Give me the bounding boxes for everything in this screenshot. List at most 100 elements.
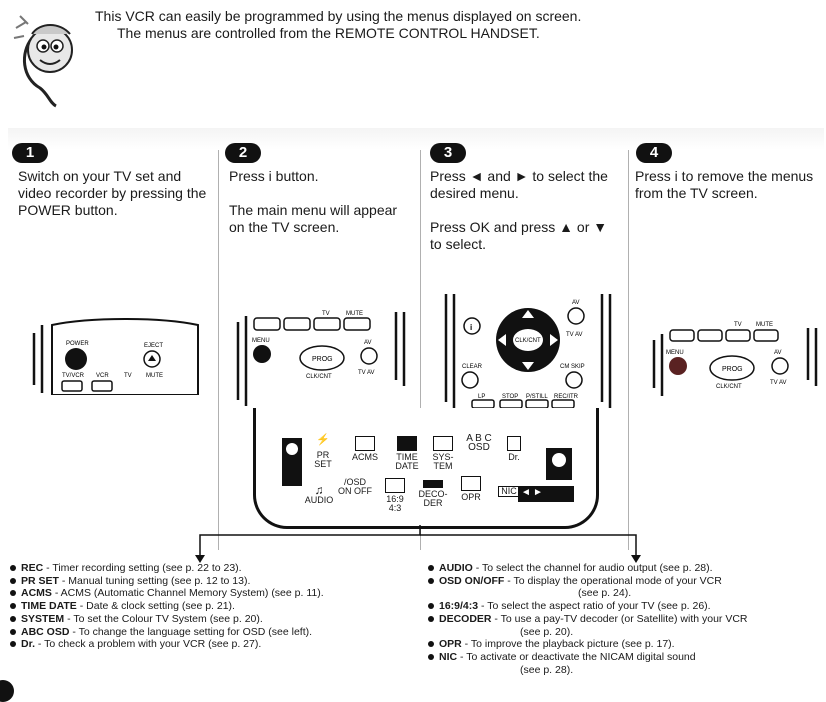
label-av: AV	[774, 350, 782, 356]
label-tvav: TV AV	[770, 380, 787, 386]
intro-text: This VCR can easily be programmed by usi…	[95, 8, 581, 42]
label-mute: MUTE	[346, 311, 363, 317]
label-tv: TV	[322, 311, 330, 317]
step-1-text: Switch on your TV set and video recorder…	[18, 168, 210, 236]
audio-label: AUDIO	[304, 495, 334, 505]
system-label: SYS- TEM	[432, 452, 454, 471]
page-corner-mark	[0, 680, 14, 702]
left-arrow-icon: ◄	[521, 487, 531, 498]
label-prog: PROG	[312, 356, 333, 363]
list-item: SYSTEM - To set the Colour TV System (se…	[10, 613, 410, 626]
right-arrow-icon: ►	[533, 487, 543, 498]
step-3-text: Press ◄ and ► to select the desired menu…	[430, 168, 622, 270]
step-4-line: Press i to remove the menus from the TV …	[635, 168, 814, 201]
system-menu-icon: SYS- TEM	[428, 436, 458, 471]
step-1-line: Switch on your TV set and video recorder…	[18, 168, 207, 218]
list-item-continuation: (see p. 28).	[520, 663, 574, 676]
label-mute: MUTE	[146, 373, 163, 379]
opr-menu-icon: OPR	[456, 476, 486, 502]
aspect-menu-icon: 16:9 4:3	[380, 478, 410, 513]
svg-text:i: i	[470, 323, 472, 332]
intro-line-2: The menus are controlled from the REMOTE…	[117, 25, 540, 41]
prset-menu-icon: ⚡PR SET	[314, 434, 332, 469]
abcosd-menu-icon: A B C OSD	[464, 433, 494, 453]
step-3-line-2: Press OK and press ▲ or ▼ to select.	[430, 219, 608, 252]
timedate-label: TIME DATE	[395, 452, 419, 471]
list-item: PR SET - Manual tuning setting (see p. 1…	[10, 575, 410, 588]
label-mute: MUTE	[756, 322, 773, 328]
label-tvav: TV AV	[358, 370, 375, 376]
label-menu: MENU	[252, 338, 270, 344]
list-item: DECODER - To use a pay-TV decoder (or Sa…	[428, 613, 823, 626]
list-item: REC - Timer recording setting (see p. 22…	[10, 562, 410, 575]
steps-header-band	[8, 128, 824, 150]
label-tv: TV	[734, 322, 742, 328]
decoder-label: DECO- DER	[418, 489, 448, 508]
step-4-text: Press i to remove the menus from the TV …	[635, 168, 815, 219]
list-item: NIC - To activate or deactivate the NICA…	[428, 651, 823, 664]
column-divider	[218, 150, 219, 550]
label-cmskip: CM SKIP	[560, 364, 585, 370]
menu-button	[669, 357, 687, 375]
label-tvav: TV AV	[566, 332, 583, 338]
step-number-1: 1	[12, 143, 48, 163]
step-number-3: 3	[430, 143, 466, 163]
label-lp: LP	[478, 394, 485, 400]
column-divider	[628, 150, 629, 550]
tv-menu-screen: ⚡PR SET ACMS TIME DATE SYS- TEM A B C OS…	[253, 408, 599, 529]
opr-label: OPR	[461, 492, 481, 502]
label-clkcnt: CLK/CNT	[306, 374, 332, 380]
intro-line-1: This VCR can easily be programmed by usi…	[95, 8, 582, 24]
menu-legend-right: AUDIO - To select the channel for audio …	[428, 562, 823, 676]
audio-menu-icon: ♫AUDIO	[304, 483, 334, 505]
label-pstill: P/STILL	[526, 394, 548, 400]
acms-label: ACMS	[351, 452, 378, 462]
column-divider	[420, 150, 421, 550]
osdonoff-label: /OSD ON OFF	[338, 477, 372, 496]
remote-illustration-step-2: TV MUTE MENU PROG CLK/CNT AV TV AV	[236, 311, 406, 406]
step-2-line-2: The main menu will appear on the TV scre…	[229, 202, 398, 235]
osdonoff-menu-icon: /OSD ON OFF	[338, 478, 372, 496]
label-power: POWER	[66, 341, 89, 347]
label-tv: TV	[124, 373, 132, 379]
prset-label: PR SET	[314, 450, 332, 469]
aspect-label: 16:9 4:3	[386, 494, 404, 513]
abcosd-label: A B C OSD	[466, 433, 492, 453]
label-av: AV	[364, 340, 372, 346]
label-recitr: REC/ITR	[554, 394, 579, 400]
list-item: ABC OSD - To change the language setting…	[10, 626, 410, 639]
dr-menu-icon: Dr.	[500, 436, 528, 462]
list-item-continuation: (see p. 20).	[520, 625, 574, 638]
step-number-2: 2	[225, 143, 261, 163]
timedate-menu-icon: TIME DATE	[392, 436, 422, 471]
power-button	[65, 348, 87, 370]
label-prog: PROG	[722, 366, 743, 373]
label-clkcnt: CLK/CNT	[716, 384, 742, 390]
step-2-text: Press i button. The main menu will appea…	[229, 168, 415, 253]
list-item-continuation: (see p. 24).	[578, 587, 632, 600]
label-clear: CLEAR	[462, 364, 483, 370]
label-av: AV	[572, 300, 580, 306]
list-item: AUDIO - To select the channel for audio …	[428, 562, 823, 575]
clock-display-icon	[546, 448, 572, 480]
remote-illustration-step-4: TV MUTE MENU PROG CLK/CNT AV TV AV	[652, 322, 818, 396]
step-3-line-1: Press ◄ and ► to select the desired menu…	[430, 168, 608, 201]
list-item: OSD ON/OFF - To display the operational …	[428, 575, 823, 588]
label-stop: STOP	[502, 394, 518, 400]
list-item: TIME DATE - Date & clock setting (see p.…	[10, 600, 410, 613]
rec-icon	[282, 438, 302, 486]
list-item: ACMS - ACMS (Automatic Channel Memory Sy…	[10, 587, 410, 600]
step-2-line-1: Press i button.	[229, 168, 319, 184]
menu-legend-left: REC - Timer recording setting (see p. 22…	[10, 562, 410, 651]
dr-label: Dr.	[508, 452, 520, 462]
remote-illustration-step-3: i CLK/CNT AV TV AV CLEAR CM SKIP LP STOP…	[444, 294, 612, 408]
navigation-arrows-bar: ◄ ►	[518, 486, 574, 502]
list-item: OPR - To improve the playback picture (s…	[428, 638, 823, 651]
list-item: 16:9/4:3 - To select the aspect ratio of…	[428, 600, 823, 613]
acms-menu-icon: ACMS	[350, 436, 380, 462]
pointer-arrows	[195, 525, 641, 563]
label-menu: MENU	[666, 350, 684, 356]
step-number-4: 4	[636, 143, 672, 163]
label-eject: EJECT	[144, 343, 163, 349]
menu-button	[253, 345, 271, 363]
